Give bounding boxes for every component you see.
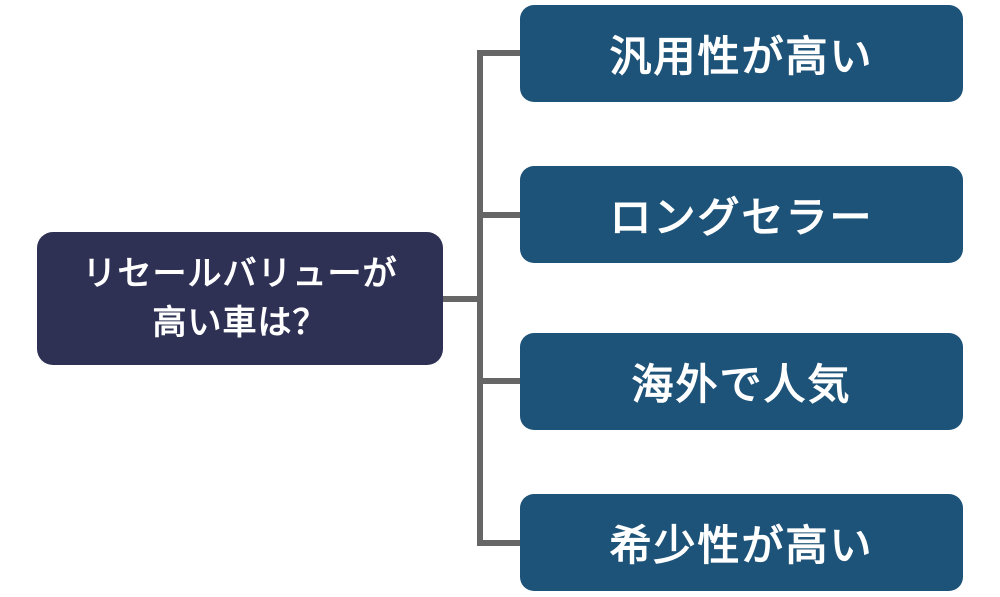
child-node-long-seller: ロングセラー xyxy=(520,166,963,263)
child-node-label: 希少性が高い xyxy=(609,522,874,569)
child-node-label: ロングセラー xyxy=(609,194,874,241)
child-node-label: 汎用性が高い xyxy=(609,33,874,80)
root-node-label-line2: 高い車は？ xyxy=(152,303,328,342)
root-node-label-line1: リセールバリューが xyxy=(82,255,398,294)
connector-branch-2 xyxy=(477,212,520,218)
connector-branch-3 xyxy=(477,378,520,384)
connector-branch-4 xyxy=(477,540,520,546)
child-node-label: 海外で人気 xyxy=(631,361,852,408)
child-node-versatility: 汎用性が高い xyxy=(520,5,963,102)
connector-branch-1 xyxy=(477,50,520,56)
child-node-popular-overseas: 海外で人気 xyxy=(520,333,963,430)
child-node-rarity: 希少性が高い xyxy=(520,494,963,591)
root-node: リセールバリューが 高い車は？ xyxy=(37,232,443,365)
connector-root-stub xyxy=(443,296,483,302)
